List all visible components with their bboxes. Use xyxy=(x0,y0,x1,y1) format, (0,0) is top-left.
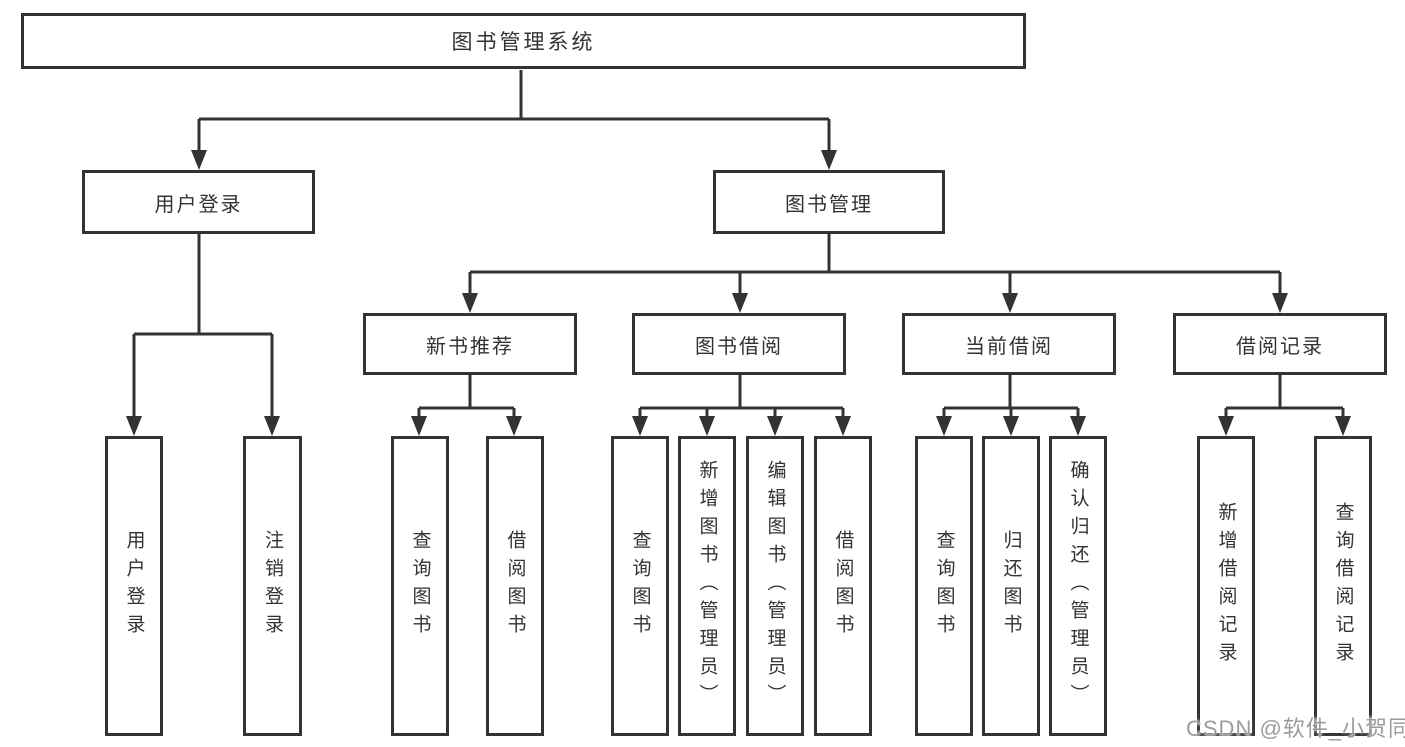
leaf-query-borrow-record: 查询借阅记录 xyxy=(1314,436,1372,736)
leaf-user-login: 用户登录 xyxy=(105,436,163,736)
leaf-borrow-books: 借阅图书 xyxy=(486,436,544,736)
arrow-icon xyxy=(1335,416,1351,436)
node-borrowing-records: 借阅记录 xyxy=(1173,313,1387,375)
node-current-borrowing: 当前借阅 xyxy=(902,313,1116,375)
arrow-icon xyxy=(462,293,478,313)
leaf-add-book-admin: 新增图书（管理员） xyxy=(678,436,736,736)
leaf-query-books-3: 查询图书 xyxy=(915,436,973,736)
arrow-icon xyxy=(767,416,783,436)
arrow-icon xyxy=(936,416,952,436)
arrow-icon xyxy=(191,150,207,170)
arrow-icon xyxy=(1070,416,1086,436)
leaf-query-books: 查询图书 xyxy=(391,436,449,736)
arrow-icon xyxy=(411,416,427,436)
leaf-edit-book-admin: 编辑图书（管理员） xyxy=(746,436,804,736)
node-new-book-recommend: 新书推荐 xyxy=(363,313,577,375)
arrow-icon xyxy=(835,416,851,436)
node-root-system: 图书管理系统 xyxy=(21,13,1026,69)
arrow-icon xyxy=(506,416,522,436)
arrow-icon xyxy=(821,150,837,170)
csdn-watermark: CSDN @软件_小贺同学 xyxy=(1186,716,1405,741)
arrow-icon xyxy=(1272,293,1288,313)
leaf-confirm-return-admin: 确认归还（管理员） xyxy=(1049,436,1107,736)
node-user-login: 用户登录 xyxy=(82,170,315,234)
leaf-add-borrow-record: 新增借阅记录 xyxy=(1197,436,1255,736)
arrow-icon xyxy=(264,416,280,436)
arrow-icon xyxy=(1003,416,1019,436)
arrowheads xyxy=(126,150,1351,436)
arrow-icon xyxy=(699,416,715,436)
arrow-icon xyxy=(1218,416,1234,436)
arrow-icon xyxy=(632,416,648,436)
arrow-icon xyxy=(126,416,142,436)
node-book-borrowing: 图书借阅 xyxy=(632,313,846,375)
leaf-borrow-books-2: 借阅图书 xyxy=(814,436,872,736)
leaf-query-books-2: 查询图书 xyxy=(611,436,669,736)
node-book-management: 图书管理 xyxy=(713,170,945,234)
leaf-return-book: 归还图书 xyxy=(982,436,1040,736)
leaf-logout: 注销登录 xyxy=(243,436,302,736)
arrow-icon xyxy=(1002,293,1018,313)
tree-branch-lines xyxy=(132,70,1345,418)
arrow-icon xyxy=(732,293,748,313)
